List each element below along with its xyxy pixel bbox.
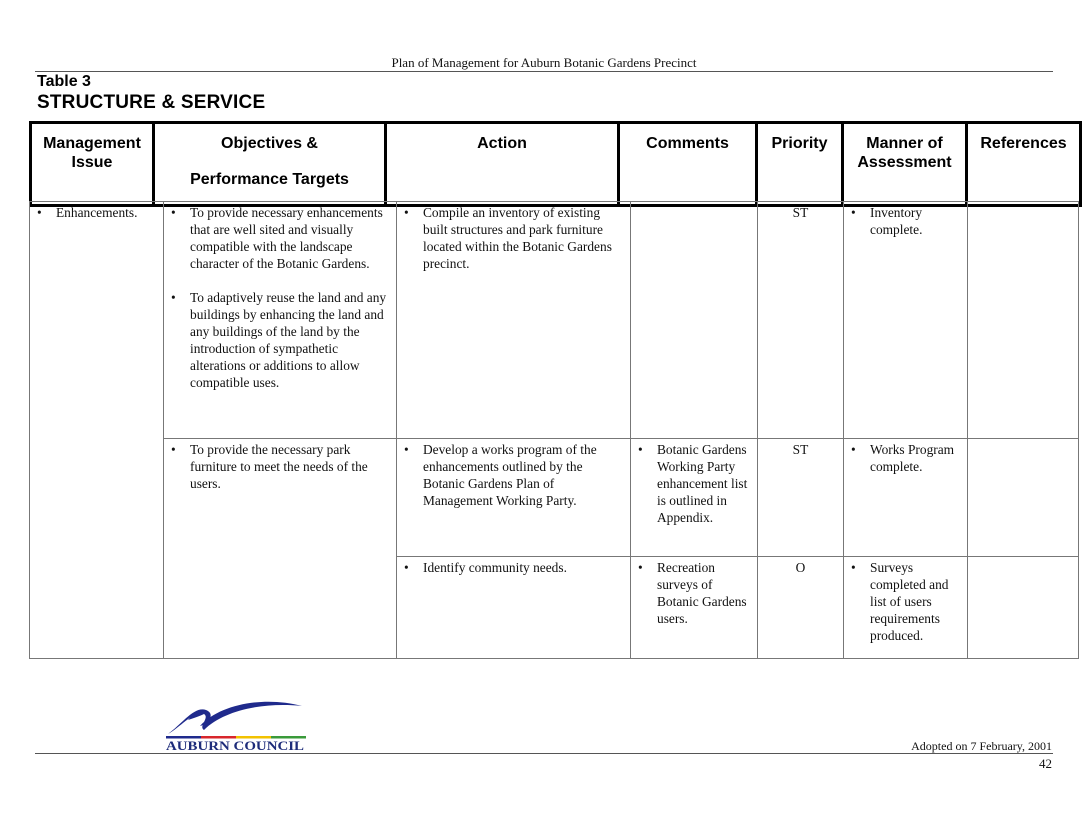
logo-text: AUBURN COUNCIL (166, 738, 304, 753)
cell-objectives: To provide necessary enhancements that a… (163, 201, 397, 439)
list-item: To provide necessary enhancements that a… (168, 204, 392, 272)
column-header-action: Action (384, 122, 619, 206)
cell-assessment: Works Program complete. (843, 438, 968, 557)
list-item: Inventory complete. (848, 204, 963, 238)
column-header-manner-of-assessment: Manner of Assessment (841, 122, 967, 206)
table-row: Enhancements. To provide necessary enhan… (29, 201, 1079, 659)
column-header-line: Issue (71, 154, 113, 171)
cell-comments: Botanic Gardens Working Party enhancemen… (630, 438, 758, 557)
list-item: Identify community needs. (401, 559, 626, 576)
cell-references (967, 556, 1079, 659)
column-header-line: Performance Targets (190, 171, 349, 188)
column-header-objectives: Objectives & Performance Targets (152, 122, 386, 206)
logo-stripe-blue (166, 736, 201, 739)
column-header-line: Manner of (866, 135, 943, 152)
auburn-council-logo: AUBURN COUNCIL (166, 701, 306, 753)
cell-management-issue: Enhancements. (29, 201, 164, 659)
cell-assessment: Surveys completed and list of users requ… (843, 556, 968, 659)
cell-action: Identify community needs. (396, 556, 631, 659)
table-row: To provide the necessary park furniture … (30, 438, 1079, 659)
list-item: Works Program complete. (848, 441, 963, 475)
cell-references (967, 438, 1079, 557)
column-header-line: Management (43, 135, 141, 152)
table-number: Table 3 (37, 73, 91, 90)
logo-stripe-red (201, 736, 236, 739)
cell-priority: ST (757, 438, 844, 557)
logo-bird-wing (188, 712, 204, 720)
list-item: Enhancements. (34, 204, 159, 221)
logo-stripe-green (271, 736, 306, 739)
list-item: Develop a works program of the enhanceme… (401, 441, 626, 509)
list-item: Compile an inventory of existing built s… (401, 204, 626, 272)
cell-priority: O (757, 556, 844, 659)
cell-priority: ST (757, 201, 844, 439)
logo-stripe-yellow (236, 736, 271, 739)
logo-bird-swoosh (168, 701, 302, 734)
column-header-management-issue: Management Issue (31, 123, 154, 206)
column-header-line: Assessment (857, 154, 952, 171)
cell-comments (630, 201, 758, 439)
table-body: Enhancements. To provide necessary enhan… (29, 201, 1079, 659)
column-header-line: Objectives & (221, 135, 318, 152)
footer-rule (35, 753, 1053, 754)
column-header-priority: Priority (755, 122, 843, 206)
table-title: STRUCTURE & SERVICE (37, 92, 266, 113)
list-item: Botanic Gardens Working Party enhancemen… (635, 441, 753, 526)
cell-comments: Recreation surveys of Botanic Gardens us… (630, 556, 758, 659)
page-number: 42 (1039, 756, 1052, 771)
list-item: Recreation surveys of Botanic Gardens us… (635, 559, 753, 627)
cell-objectives: To provide the necessary park furniture … (163, 438, 397, 659)
cell-assessment: Inventory complete. (843, 201, 968, 439)
header-rule (35, 71, 1053, 72)
running-header: Plan of Management for Auburn Botanic Ga… (391, 55, 697, 70)
cell-action: Develop a works program of the enhanceme… (396, 438, 631, 557)
list-item: To adaptively reuse the land and any bui… (168, 289, 392, 391)
table-header: Management Issue Objectives & Performanc… (29, 121, 1082, 207)
adopted-date: Adopted on 7 February, 2001 (911, 739, 1052, 753)
column-header-references: References (965, 122, 1081, 206)
table-row: Identify community needs. Recreation sur… (30, 556, 1079, 659)
cell-references (967, 201, 1079, 439)
column-header-comments: Comments (617, 122, 757, 206)
list-item: To provide the necessary park furniture … (168, 441, 392, 492)
cell-action: Compile an inventory of existing built s… (396, 201, 631, 439)
list-item: Surveys completed and list of users requ… (848, 559, 963, 644)
